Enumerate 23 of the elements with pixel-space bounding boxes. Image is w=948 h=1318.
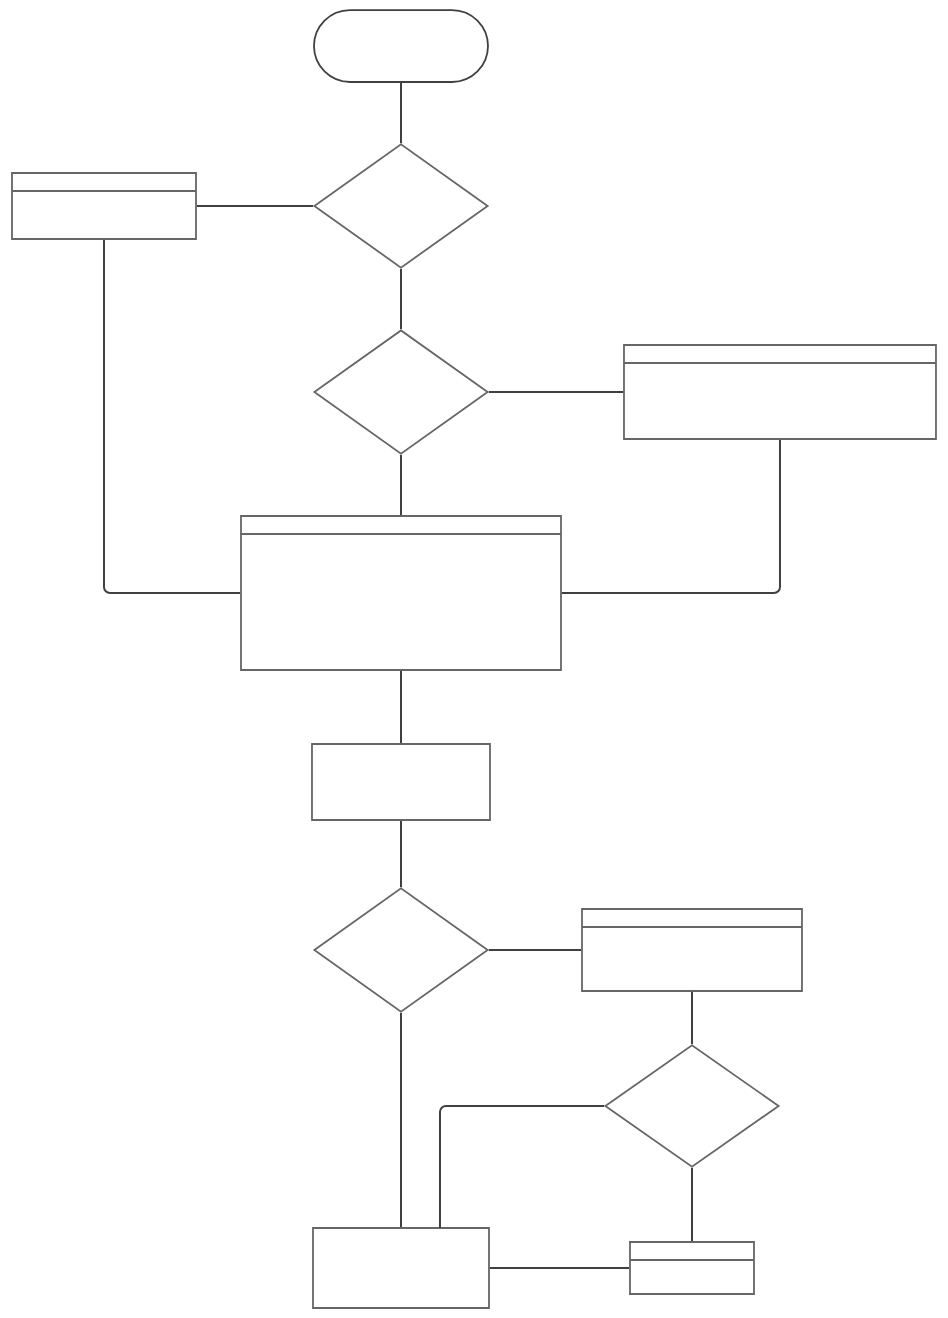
connector-line <box>400 1011 402 1229</box>
process-box <box>312 1227 490 1309</box>
connector-line <box>439 1105 606 1229</box>
process-box <box>623 344 937 440</box>
connector-line <box>691 1166 693 1243</box>
process-box <box>11 172 197 240</box>
connector-line <box>560 438 781 594</box>
connector-line <box>400 267 402 331</box>
process-box <box>240 515 562 671</box>
connector-line <box>400 669 402 745</box>
connector-line <box>103 238 242 594</box>
connector-line <box>400 81 402 145</box>
terminal-capsule <box>313 9 489 83</box>
connector-line <box>488 1267 631 1269</box>
connector-line <box>400 453 402 517</box>
connector-line <box>195 205 315 207</box>
process-box <box>581 908 803 992</box>
connector-line <box>400 819 402 889</box>
process-box <box>311 743 491 821</box>
connector-line <box>487 391 625 393</box>
process-box <box>629 1241 755 1295</box>
connector-line <box>487 949 583 951</box>
connector-line <box>691 990 693 1046</box>
